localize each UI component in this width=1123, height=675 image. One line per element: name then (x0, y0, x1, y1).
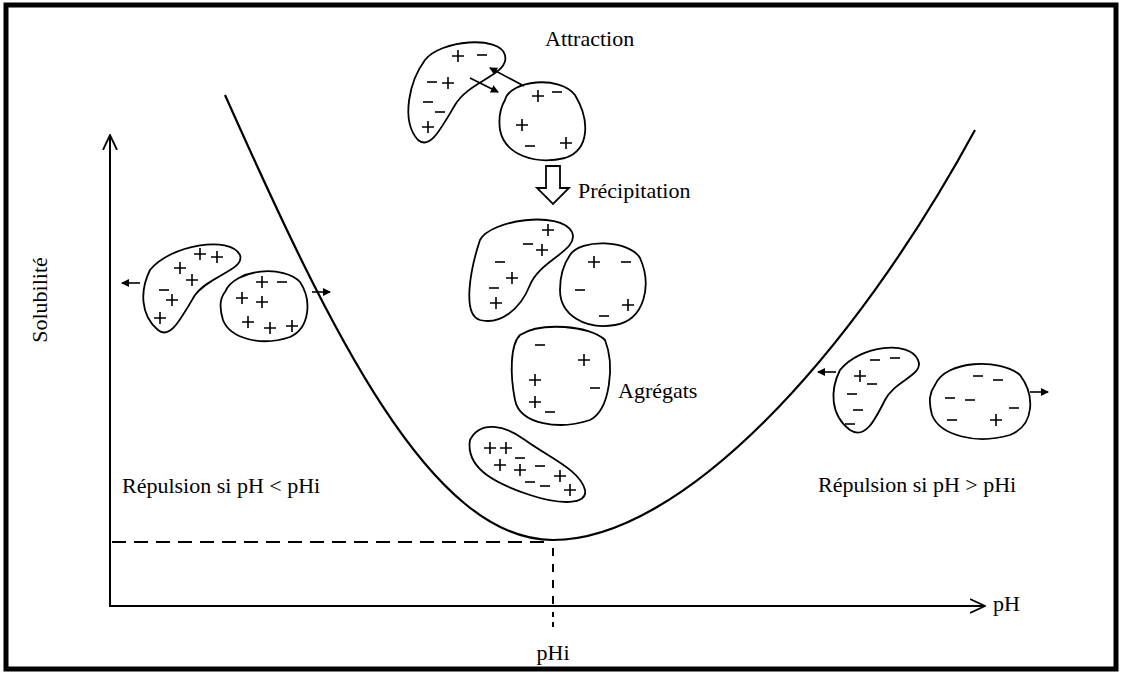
attraction-label: Attraction (545, 26, 634, 51)
y-axis (109, 135, 111, 606)
aggregates-label: Agrégats (618, 378, 697, 403)
axis-label: pH (993, 591, 1020, 616)
repulsion-label: Répulsion si pH < pHi (122, 473, 320, 498)
protein-blobs (143, 42, 1030, 502)
tick (552, 612, 554, 628)
x-axis (109, 605, 985, 607)
force-arrows (122, 68, 1048, 392)
axis-tick-label: pHi (537, 640, 570, 665)
dashed-guide (112, 541, 545, 543)
precipitation-arrow (537, 166, 569, 204)
precipitation-label: Précipitation (578, 178, 690, 203)
charge-symbols (154, 50, 1019, 496)
dashed-guide (552, 548, 554, 604)
frame (6, 5, 1116, 669)
axis-title: Solubilité (27, 257, 52, 343)
repulsion-label: Répulsion si pH > pHi (818, 472, 1016, 497)
